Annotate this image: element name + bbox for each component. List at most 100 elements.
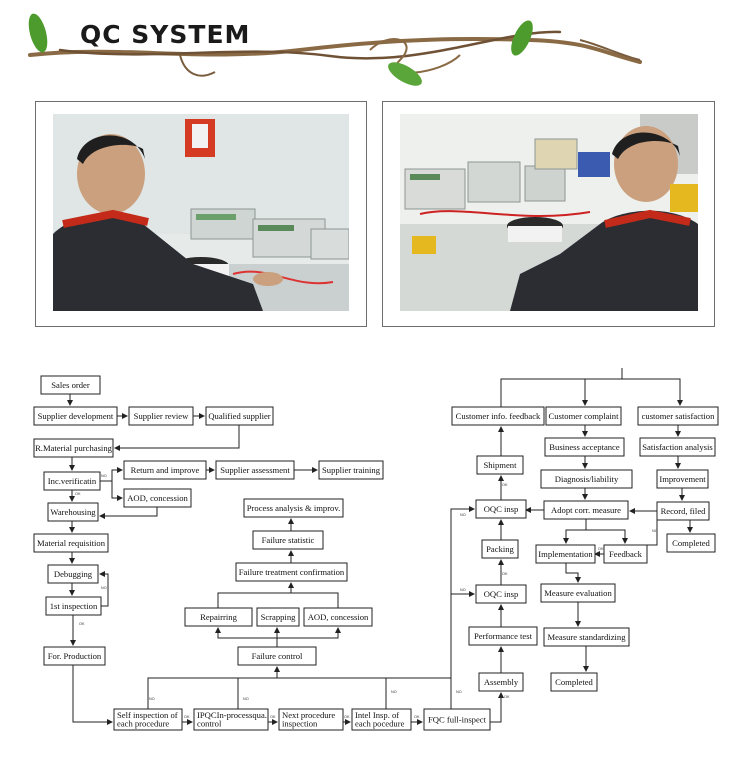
flow-box-failstat: Failure statistic <box>252 530 324 550</box>
flow-box-label: Business acceptance <box>549 442 620 452</box>
flow-box-label: Failure statistic <box>262 535 315 545</box>
flow-box-custcomp: Customer complaint <box>545 406 622 426</box>
flow-box-satan: Satisfaction analysis <box>639 437 716 457</box>
decision-no-label: NO <box>460 588 466 592</box>
flow-box-label: Repairring <box>200 612 237 622</box>
flow-box-supdev: Supplier development <box>33 406 118 426</box>
decision-no-label: NO <box>391 690 397 694</box>
flow-box-label: Diagnosis/liability <box>555 474 619 484</box>
decision-no-label: NO <box>460 513 466 517</box>
page-title: QC SYSTEM <box>80 20 251 49</box>
flow-box-insp1: 1st inspection <box>45 596 102 616</box>
flow-box-custfb: Customer info. feedback <box>451 406 545 426</box>
flow-box-label: Failure treatment confirmation <box>239 567 345 577</box>
header-banner: QC SYSTEM <box>0 0 750 95</box>
decision-ok-label: OK <box>502 572 508 576</box>
flow-box-label: Record, filed <box>661 506 707 516</box>
decision-no-label: NO <box>101 474 107 478</box>
flow-box-retimp: Return and improve <box>123 460 207 480</box>
flow-box-improve: Improvement <box>656 469 709 489</box>
flow-box-matreq: Material requisition <box>33 533 109 553</box>
flow-box-sales: Sales order <box>40 375 101 395</box>
flow-box-label: Supplier assessment <box>220 465 290 475</box>
flow-box-busacc: Business acceptance <box>544 437 625 457</box>
decision-ok-label: OK <box>504 695 510 699</box>
flow-box-aod1: AOD, concession <box>123 488 192 508</box>
flow-box-label: Satisfaction analysis <box>642 442 713 452</box>
flow-box-label: Supplier development <box>38 411 114 421</box>
flow-box-measstd: Measure standardizing <box>543 627 630 647</box>
flow-box-label: Packing <box>486 544 514 554</box>
flow-box-supass: Supplier assessment <box>215 460 295 480</box>
flow-box-label: Performance test <box>474 631 533 641</box>
flow-box-feedback: Feedback <box>603 544 648 564</box>
flow-box-label: Customer info. feedback <box>456 411 541 421</box>
flow-box-label: OQC insp <box>484 589 519 599</box>
flow-box-label: Supplier review <box>134 411 189 421</box>
flow-box-label: Shipment <box>484 460 518 470</box>
decision-no-label: NO <box>652 529 658 533</box>
decision-no-label: NO <box>101 586 107 590</box>
flow-box-label: Measure standardizing <box>547 632 626 642</box>
decision-ok-label: OK <box>79 622 85 626</box>
flow-box-failconf: Failure treatment confirmation <box>235 562 348 582</box>
flow-box-rmat: R.Material purchasing <box>33 438 114 458</box>
decision-no-label: NO <box>456 690 462 694</box>
decision-ok-label: OK <box>184 715 190 719</box>
flow-box-label: AOD, concession <box>127 493 188 503</box>
decision-ok-label: OK <box>75 492 81 496</box>
decision-ok-label: OK <box>598 547 604 551</box>
flow-box-completed2: Completed <box>550 672 598 692</box>
flow-box-label: IPQCIn-processqua.control <box>197 710 267 729</box>
flow-box-label: Debugging <box>54 569 93 579</box>
flow-box-label: Measure evaluation <box>544 588 612 598</box>
flow-box-label: Scrapping <box>261 612 297 622</box>
decision-ok-label: OK <box>502 483 508 487</box>
flowchart-connectors <box>67 368 693 725</box>
flow-box-oqc2: OQC insp <box>475 584 527 604</box>
flow-box-label: Completed <box>555 677 593 687</box>
flow-box-label: customer satisfaction <box>642 411 715 421</box>
flow-box-suptrain: Supplier training <box>318 460 384 480</box>
flow-box-label: 1st inspection <box>50 601 98 611</box>
flow-box-fqc: FQC full-inspect <box>423 708 491 731</box>
flow-box-procanal: Process analysis & improv. <box>243 498 344 518</box>
flow-box-wareh: Warehousing <box>47 502 99 522</box>
leaf-icon <box>511 20 533 56</box>
flow-box-label: Adopt corr. measure <box>551 505 621 515</box>
flow-box-label: Improvement <box>659 474 706 484</box>
leaf-icon <box>388 62 422 86</box>
flow-box-label: AOD, concession <box>308 612 369 622</box>
flow-box-label: Sales order <box>51 380 90 390</box>
flow-box-forprod: For. Production <box>43 646 106 666</box>
flow-box-label: Return and improve <box>131 465 200 475</box>
vine-decoration <box>28 13 642 86</box>
flow-box-debug: Debugging <box>47 564 99 584</box>
flow-box-ipqc: IPQCIn-processqua.control <box>193 708 269 731</box>
photo-frame-right <box>382 101 715 327</box>
flow-box-custsat: customer satisfaction <box>637 406 719 426</box>
flow-box-measeval: Measure evaluation <box>540 583 616 603</box>
flow-box-adopt: Adopt corr. measure <box>543 500 629 520</box>
photo-frame-left <box>35 101 367 327</box>
flow-box-packing: Packing <box>481 539 519 559</box>
leaf-icon <box>28 13 48 53</box>
flow-box-label: Implementation <box>538 549 593 559</box>
flow-box-incver: Inc.verificatin <box>43 471 101 491</box>
flow-box-label: OQC insp <box>484 504 519 514</box>
flow-box-oqc1: OQC insp <box>475 499 527 519</box>
decision-no-label: NO <box>149 697 155 701</box>
photo-technician-right <box>400 114 698 311</box>
decision-ok-label: OK <box>270 715 276 719</box>
flow-box-label: R.Material purchasing <box>35 443 113 453</box>
flow-box-label: Inc.verificatin <box>48 476 97 486</box>
flow-box-failctl: Failure control <box>237 646 317 666</box>
flow-box-perf: Performance test <box>468 626 538 646</box>
